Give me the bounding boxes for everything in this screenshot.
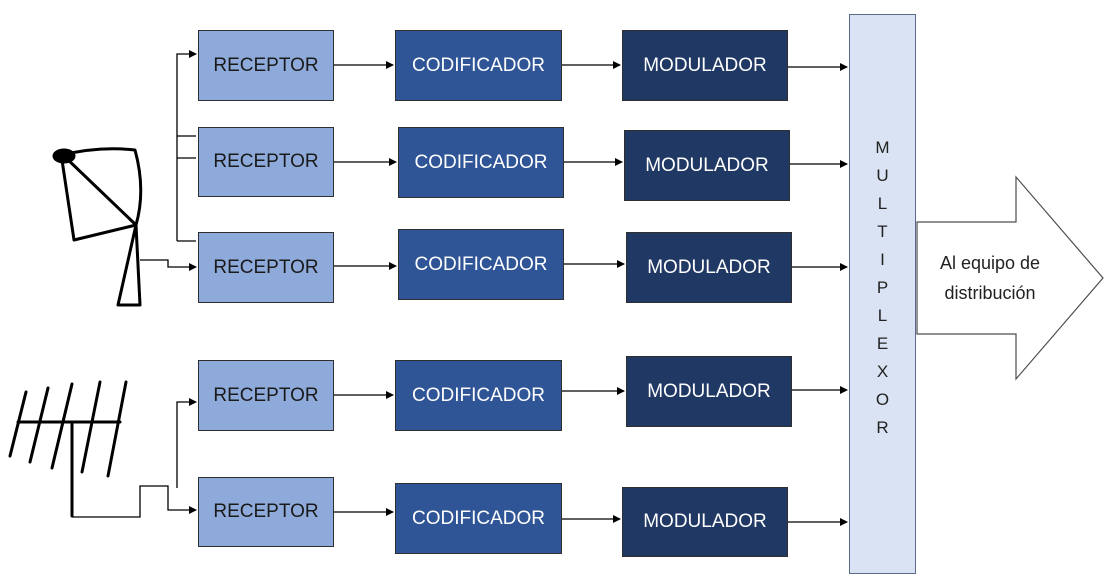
satellite-dish-icon [52,147,143,307]
multiplexor-letter: U [876,166,889,185]
multiplexor-letter: P [876,278,889,297]
modulador-box-4: MODULADOR [626,356,792,427]
output-label-line2: distribución [944,283,1036,303]
codificador-box-4: CODIFICADOR [395,360,562,431]
receptor-box-5: RECEPTOR [198,477,334,547]
codificador-box-3: CODIFICADOR [398,229,564,300]
multiplexor-letter: R [876,418,889,437]
receptor-label: RECEPTOR [213,151,319,172]
modulador-label: MODULADOR [643,54,767,76]
codificador-label: CODIFICADOR [412,507,545,529]
receptor-label: RECEPTOR [213,54,319,76]
receptor-box-3: RECEPTOR [198,232,334,303]
multiplexor-letter: I [880,250,885,269]
receptor-label: RECEPTOR [213,256,319,278]
multiplexor-box: M U L T I P L E X O R [849,14,916,574]
modulador-box-5: MODULADOR [622,487,788,557]
modulador-label: MODULADOR [647,256,771,278]
receptor-box-1: RECEPTOR [198,30,334,101]
codificador-label: CODIFICADOR [412,384,545,406]
modulador-box-1: MODULADOR [622,30,788,101]
modulador-box-3: MODULADOR [626,232,792,303]
multiplexor-letter: L [877,194,888,213]
codificador-label: CODIFICADOR [414,151,548,173]
receptor-box-4: RECEPTOR [198,360,334,431]
modulador-label: MODULADOR [647,380,771,402]
output-label-line1: Al equipo de [939,253,1041,273]
receptor-label: RECEPTOR [213,501,319,522]
codificador-label: CODIFICADOR [412,54,545,76]
multiplexor-letter: O [875,390,890,409]
codificador-box-1: CODIFICADOR [395,30,562,101]
modulador-box-2: MODULADOR [624,130,790,201]
multiplexor-letter: L [877,306,888,325]
modulador-label: MODULADOR [643,511,767,532]
codificador-label: CODIFICADOR [414,253,548,275]
multiplexor-letter: M [875,138,890,157]
multiplexor-letter: T [877,222,888,241]
codificador-box-5: CODIFICADOR [395,483,562,554]
multiplexor-letter: E [876,334,889,353]
modulador-label: MODULADOR [645,154,769,176]
receptor-label: RECEPTOR [213,384,319,406]
multiplexor-letter: X [876,362,889,381]
codificador-box-2: CODIFICADOR [398,127,564,198]
receptor-box-2: RECEPTOR [198,127,334,197]
antenna-icon [8,380,128,518]
output-arrow [916,175,1104,381]
